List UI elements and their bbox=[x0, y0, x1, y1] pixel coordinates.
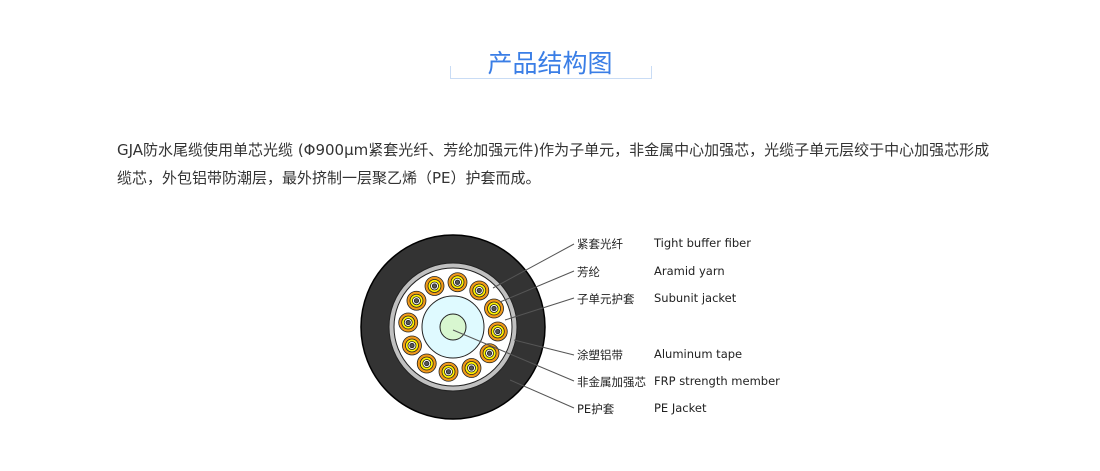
fiber bbox=[405, 319, 411, 326]
fiber bbox=[476, 287, 482, 294]
section-title-text: 产品结构图 bbox=[479, 49, 621, 78]
fiber bbox=[431, 283, 438, 289]
fiber bbox=[454, 279, 461, 285]
fiber bbox=[495, 328, 501, 335]
leader-line bbox=[492, 243, 575, 289]
fiber bbox=[409, 342, 415, 349]
frp-strength-member bbox=[439, 313, 467, 341]
section-title: 产品结构图 bbox=[0, 44, 1100, 80]
label-cn: 子单元护套 bbox=[577, 292, 635, 306]
label-en: Subunit jacket bbox=[654, 291, 737, 305]
fiber bbox=[486, 350, 493, 356]
label-en: Tight buffer fiber bbox=[654, 236, 751, 250]
label-cn: 芳纶 bbox=[577, 265, 600, 279]
title-decoration bbox=[450, 66, 652, 79]
label-cn: 非金属加强芯 bbox=[577, 375, 646, 389]
fiber bbox=[491, 305, 497, 312]
label-en: PE Jacket bbox=[654, 401, 707, 415]
label-en: Aramid yarn bbox=[654, 264, 725, 278]
label-cn: 紧套光纤 bbox=[577, 237, 623, 251]
label-en: FRP strength member bbox=[654, 374, 780, 388]
label-en: Aluminum tape bbox=[654, 347, 743, 361]
fiber bbox=[445, 369, 452, 375]
fiber bbox=[413, 298, 420, 304]
fiber bbox=[468, 365, 475, 371]
label-cn: PE护套 bbox=[577, 402, 615, 416]
fiber bbox=[424, 360, 430, 367]
leader-lines bbox=[452, 243, 575, 409]
leader-line bbox=[513, 339, 575, 356]
leader-line bbox=[504, 297, 575, 321]
leader-line bbox=[499, 270, 575, 303]
leader-line bbox=[452, 329, 575, 382]
product-description: GJA防水尾缆使用单芯光缆 (Φ900μm紧套光纤、芳纶加强元件)作为子单元，非… bbox=[117, 141, 990, 187]
subunits bbox=[398, 272, 508, 382]
label-cn: 涂塑铝带 bbox=[577, 348, 623, 362]
leader-line bbox=[509, 379, 575, 409]
